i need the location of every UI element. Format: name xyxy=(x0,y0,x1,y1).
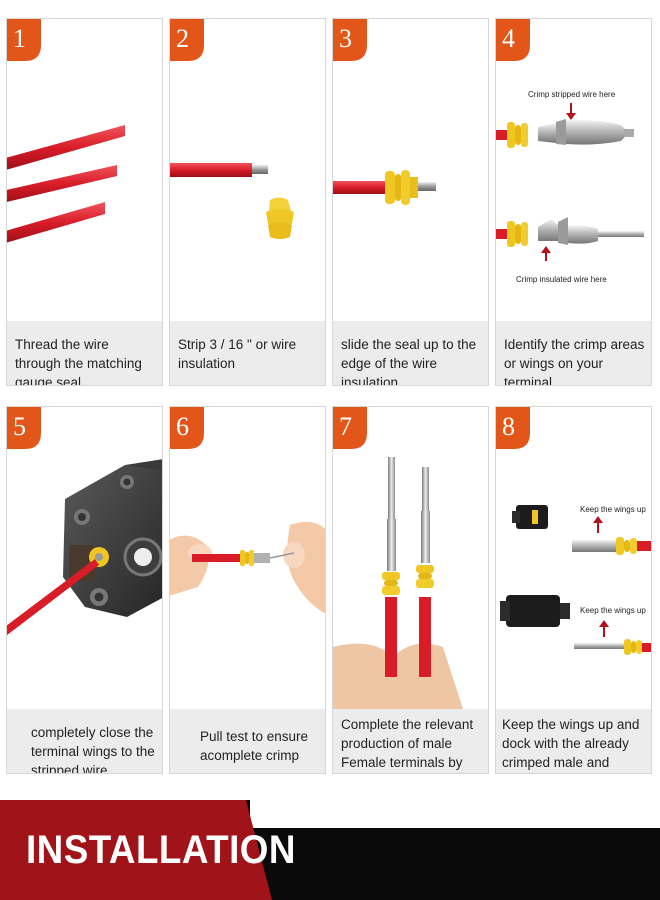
terminal-crimp-areas-image xyxy=(496,103,644,261)
annotation-crimp-insulated: Crimp insulated wire here xyxy=(516,275,607,284)
step-caption-2: Strip 3 / 16 " or wire insulation xyxy=(170,321,325,385)
step-badge-5: 5 xyxy=(7,407,41,449)
annotation-wings-up-1: Keep the wings up xyxy=(580,505,646,514)
step-card-8: 8 xyxy=(495,406,652,774)
step-photo-5 xyxy=(7,407,162,709)
male-female-terminals-image xyxy=(333,457,463,709)
step-badge-2: 2 xyxy=(170,19,204,61)
wires-image xyxy=(7,125,125,243)
step-caption-5: completely close the terminal wings to t… xyxy=(7,709,162,773)
crimping-tool-image xyxy=(7,459,162,636)
step-card-3: 3 slide the seal up to the edge of the w… xyxy=(332,18,489,386)
stripped-wire-image xyxy=(170,163,294,239)
wire-with-seal-image xyxy=(333,170,436,205)
step-badge-8: 8 xyxy=(496,407,530,449)
instruction-grid: 1 Thread the wire through the matching g… xyxy=(6,18,652,774)
step-card-5: 5 completely close the terminal wings to… xyxy=(6,406,163,774)
step-photo-1 xyxy=(7,19,162,321)
banner-title: INSTALLATION xyxy=(26,828,296,872)
step-photo-7 xyxy=(333,407,488,709)
step-caption-3: slide the seal up to the edge of the wir… xyxy=(333,321,488,385)
step-card-7: 7 Complete the relevant production of ma… xyxy=(332,406,489,774)
step-caption-1: Thread the wire through the matching gau… xyxy=(7,321,162,385)
plug-docking-image xyxy=(500,505,651,655)
step-badge-3: 3 xyxy=(333,19,367,61)
step-caption-4: Identify the crimp areas or wings on you… xyxy=(496,321,651,385)
annotation-crimp-stripped: Crimp stripped wire here xyxy=(528,90,616,99)
step-caption-6: Pull test to ensure acomplete crimp xyxy=(170,709,325,773)
step-badge-7: 7 xyxy=(333,407,367,449)
step-photo-2 xyxy=(170,19,325,321)
seal-image xyxy=(266,197,294,239)
step-caption-8: Keep the wings up and dock with the alre… xyxy=(496,709,651,773)
banner-red-shape xyxy=(0,800,660,900)
step-photo-4: Crimp stripped wire here Crimp insulated… xyxy=(496,19,651,321)
step-badge-1: 1 xyxy=(7,19,41,61)
step-photo-8: Keep the wings up Keep the wings up xyxy=(496,407,651,709)
step-caption-7: Complete the relevant production of male… xyxy=(333,709,488,773)
installation-banner: INSTALLATION xyxy=(0,800,660,900)
annotation-wings-up-2: Keep the wings up xyxy=(580,606,646,615)
step-photo-3 xyxy=(333,19,488,321)
step-badge-6: 6 xyxy=(170,407,204,449)
step-card-1: 1 Thread the wire through the matching g… xyxy=(6,18,163,386)
step-photo-6 xyxy=(170,407,325,709)
step-card-2: 2 Strip 3 / 16 " or wire insulation xyxy=(169,18,326,386)
step-card-6: 6 Pull test to ensure acomplete crimp xyxy=(169,406,326,774)
step-card-4: 4 xyxy=(495,18,652,386)
pull-test-image xyxy=(170,522,325,614)
step-badge-4: 4 xyxy=(496,19,530,61)
